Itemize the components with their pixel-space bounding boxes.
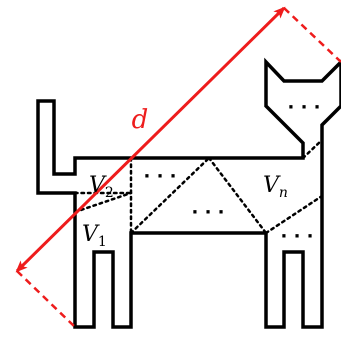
distance-label: d — [132, 105, 149, 135]
ellipsis-top-middle: · · · — [143, 166, 176, 187]
extension-lines — [16, 7, 341, 328]
distance-arrow — [15, 6, 286, 273]
region-label-v2-base: V — [89, 173, 107, 198]
region-label-v1-base: V — [82, 222, 100, 247]
partition-line — [264, 194, 324, 235]
extension-line-bottom — [16, 270, 76, 328]
extension-line-top — [283, 7, 341, 63]
ellipsis-lower-middle: · · · — [191, 202, 224, 223]
region-label-vn: Vn — [263, 173, 288, 201]
region-label-vn-sub: n — [279, 185, 288, 201]
region-label-vn-base: V — [263, 173, 281, 198]
region-label-v2: V2 — [89, 173, 114, 201]
ellipsis-right-leg: · · · — [280, 226, 313, 247]
region-label-v2-sub: 2 — [105, 185, 114, 201]
ellipsis-head: · · · — [287, 97, 320, 118]
region-label-v1-sub: 1 — [98, 234, 107, 250]
region-label-v1: V1 — [82, 222, 107, 250]
partition-line — [301, 138, 324, 160]
